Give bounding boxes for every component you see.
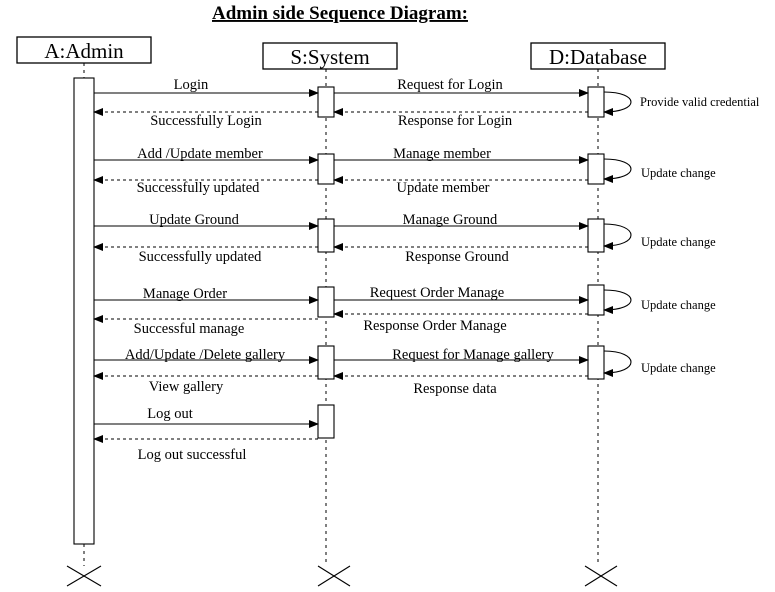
msg-label: Manage Ground	[403, 212, 498, 228]
system-activation-5	[317, 345, 335, 380]
msg-label: Response Order Manage	[363, 318, 506, 334]
diagram-title: Admin side Sequence Diagram:	[212, 3, 468, 24]
admin-destroy-mark	[66, 565, 102, 587]
msg-label: Log out	[147, 406, 193, 422]
actor-admin-box	[16, 36, 152, 64]
msg-label: Update member	[396, 180, 489, 196]
actor-system: S:System	[262, 42, 398, 70]
msg-label: Add /Update member	[137, 146, 263, 162]
admin-activation-bar	[73, 77, 95, 545]
database-destroy-mark	[584, 565, 618, 587]
system-activation-6	[317, 404, 335, 439]
msg-label: Response for Login	[398, 113, 513, 129]
msg-label: Successfully Login	[150, 113, 262, 129]
msg-label: Request for Login	[397, 77, 503, 93]
msg-label: Response Ground	[405, 249, 509, 265]
database-self-loop-2	[603, 158, 632, 183]
actor-database: D:Database	[530, 42, 666, 70]
database-activation-2	[587, 153, 605, 185]
database-activation-4	[587, 284, 605, 316]
database-self-loop-3	[603, 223, 632, 250]
msg-label: Successfully updated	[137, 180, 261, 196]
database-self-loop-4	[603, 289, 632, 314]
msg-label: Manage Order	[143, 286, 227, 302]
msg-label: Successful manage	[134, 321, 245, 337]
msg-label: Manage member	[393, 146, 491, 162]
msg-label: Log out successful	[138, 447, 247, 463]
database-self-loop-5	[603, 350, 632, 377]
msg-label: Successfully updated	[139, 249, 263, 265]
actor-system-label: S:System	[290, 45, 369, 69]
msg-label: Update Ground	[149, 212, 240, 228]
system-activation-3	[317, 218, 335, 253]
db-self-note: Update change	[641, 166, 716, 180]
database-self-loop-1	[603, 91, 632, 116]
db-self-note: Update change	[641, 298, 716, 312]
actor-system-box	[262, 42, 398, 70]
db-self-note: Update change	[641, 235, 716, 249]
db-self-note: Provide valid credential	[640, 95, 760, 109]
msg-label: Request Order Manage	[370, 285, 504, 301]
database-activation-5	[587, 345, 605, 380]
actor-admin: A:Admin	[16, 36, 152, 64]
database-activation-1	[587, 86, 605, 118]
db-self-note: Update change	[641, 361, 716, 375]
msg-label: View gallery	[149, 379, 224, 395]
database-activation-3	[587, 218, 605, 253]
system-activation-4	[317, 286, 335, 318]
actor-admin-label: A:Admin	[44, 39, 124, 63]
system-activation-1	[317, 86, 335, 118]
actor-database-label: D:Database	[549, 45, 647, 69]
system-destroy-mark	[317, 565, 351, 587]
msg-label: Response data	[413, 381, 497, 397]
system-activation-2	[317, 153, 335, 185]
msg-label: Add/Update /Delete gallery	[125, 347, 286, 363]
msg-label: Request for Manage gallery	[392, 347, 554, 363]
msg-label: Login	[174, 77, 209, 93]
